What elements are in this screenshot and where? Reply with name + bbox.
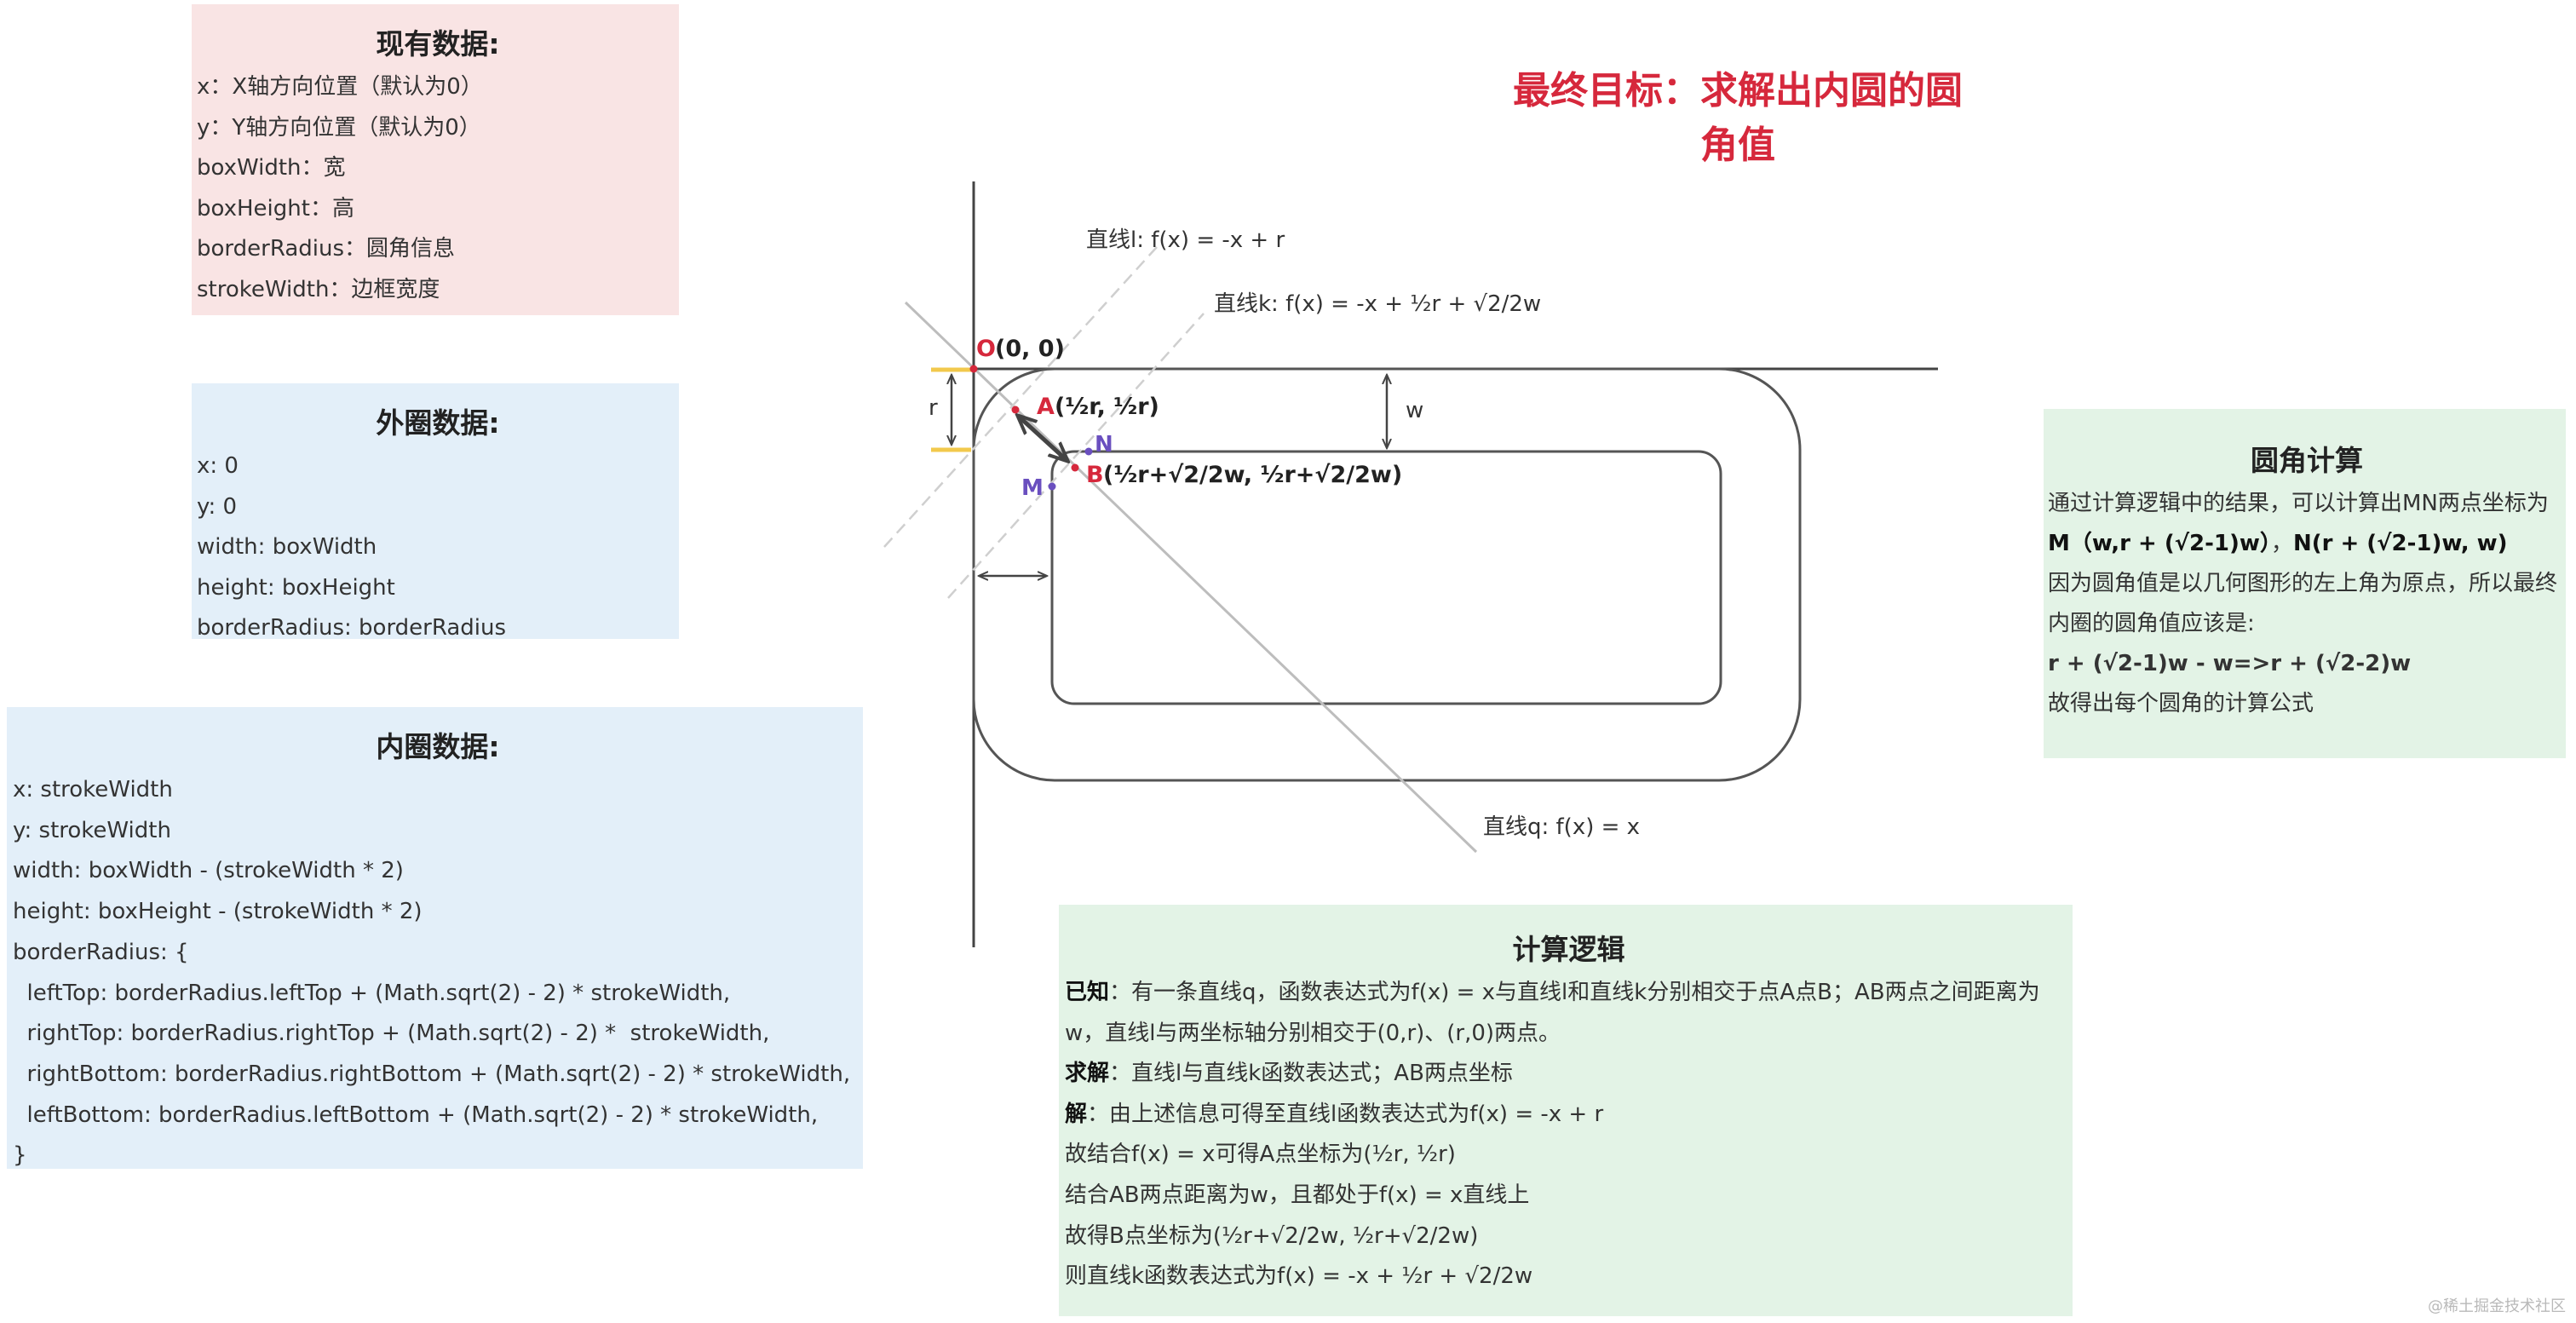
existing-data-title: 现有数据:	[376, 27, 500, 60]
r-label: r	[929, 395, 938, 421]
goal-title: 最终目标：求解出内圆的圆角值	[1513, 69, 1963, 167]
corner-calc-title: 圆角计算	[2251, 444, 2363, 477]
point-a	[1011, 406, 1020, 414]
logic-step: 结合AB两点距离为w，且都处于f(x) = x直线上	[1065, 1182, 1530, 1208]
n-label: N	[1095, 432, 1113, 457]
outer-line: y: 0	[197, 493, 238, 520]
corner-line3: 故得出每个圆角的计算公式	[2048, 691, 2314, 716]
logic-step: 则直线k函数表达式为f(x) = -x + ½r + √2/2w	[1065, 1263, 1533, 1290]
line-q	[904, 301, 1478, 854]
corner-calc-text: 通过计算逻辑中的结果，可以计算出MN两点坐标为 M（w,r + (√2-1)w），…	[2048, 484, 2566, 564]
point-n	[1084, 447, 1093, 456]
inner-line: height: boxHeight - (strokeWidth * 2)	[13, 899, 423, 925]
a-letter: A	[1037, 394, 1055, 420]
inner-data-title: 内圈数据:	[376, 730, 500, 763]
solve-label: 解	[1065, 1101, 1088, 1127]
n-coordinate: N(r + (√2-1)w, w)	[2292, 531, 2508, 556]
origin-letter: O	[976, 336, 996, 362]
existing-line: boxHeight：高	[197, 195, 354, 221]
line-k-label: 直线k: f(x) = -x + ½r + √2/2w	[1214, 291, 1541, 317]
inner-line: rightTop: borderRadius.rightTop + (Math.…	[13, 1021, 770, 1047]
logic-find: 求解：直线l与直线k函数表达式；AB两点坐标	[1065, 1054, 2073, 1095]
known-label: 已知	[1065, 980, 1110, 1005]
point-m	[1048, 482, 1056, 491]
outer-rounded-rect	[972, 367, 1802, 782]
origin-coord: (0, 0)	[995, 336, 1065, 362]
b-coord: (½r+√2/2w, ½r+√2/2w)	[1103, 462, 1402, 488]
outer-line: height: boxHeight	[197, 574, 395, 601]
logic-step: 故得B点坐标为(½r+√2/2w, ½r+√2/2w)	[1065, 1222, 1479, 1249]
existing-line: boxWidth：宽	[197, 155, 346, 181]
calc-logic-panel: 计算逻辑 已知：有一条直线q，函数表达式为f(x) = x与直线l和直线k分别相…	[1059, 905, 2073, 1316]
inner-line: }	[13, 1142, 27, 1169]
inner-line: rightBottom: borderRadius.rightBottom + …	[13, 1061, 851, 1087]
existing-line: borderRadius：圆角信息	[197, 236, 456, 262]
outer-data-panel: 外圈数据: x: 0 y: 0 width: boxWidth height: …	[192, 383, 679, 641]
line-l	[883, 246, 1158, 548]
existing-line: y：Y轴方向位置（默认为0）	[197, 114, 481, 141]
inner-data-panel: 内圈数据: x: strokeWidth y: strokeWidth widt…	[7, 707, 863, 1169]
corner-sep: ，	[2270, 531, 2293, 556]
watermark: @稀土掘金技术社区	[2428, 1297, 2566, 1315]
point-b	[1071, 463, 1079, 472]
existing-line: x：X轴方向位置（默认为0）	[197, 74, 483, 100]
find-label: 求解	[1065, 1061, 1110, 1087]
w-label: w	[1406, 398, 1423, 423]
m-label: M	[1021, 475, 1044, 501]
logic-step: 故结合f(x) = x可得A点坐标为(½r, ½r)	[1065, 1142, 1456, 1168]
m-coordinate: M（w,r + (√2-1)w）	[2048, 531, 2271, 556]
point-o	[969, 365, 978, 373]
logic-known-2: w，直线l与两坐标轴分别相交于(0,r)、(r,0)两点。	[1065, 1020, 1561, 1046]
calc-logic-title: 计算逻辑	[1512, 933, 1625, 966]
inner-line: leftBottom: borderRadius.leftBottom + (M…	[13, 1102, 819, 1128]
inner-line: borderRadius: {	[13, 939, 189, 965]
known-text: ：有一条直线q，函数表达式为f(x) = x与直线l和直线k分别相交于点A点B；…	[1109, 980, 2040, 1005]
line-k	[947, 313, 1205, 599]
logic-known: 已知：有一条直线q，函数表达式为f(x) = x与直线l和直线k分别相交于点A点…	[1065, 973, 2073, 1014]
corner-line1: 通过计算逻辑中的结果，可以计算出MN两点坐标为	[2048, 491, 2549, 516]
ab-dimension-arrow	[1019, 417, 1067, 460]
b-letter: B	[1086, 462, 1104, 488]
corner-formula: r + (√2-1)w - w=>r + (√2-2)w	[2048, 651, 2412, 676]
corner-calc-panel: 圆角计算 通过计算逻辑中的结果，可以计算出MN两点坐标为 M（w,r + (√2-…	[2044, 409, 2566, 758]
line-l-label: 直线l: f(x) = -x + r	[1086, 227, 1285, 253]
solve-text: ：由上述信息可得至直线l函数表达式为f(x) = -x + r	[1087, 1101, 1604, 1127]
existing-data-panel: 现有数据: x：X轴方向位置（默认为0） y：Y轴方向位置（默认为0） boxW…	[192, 4, 679, 315]
existing-line: strokeWidth：边框宽度	[197, 276, 440, 302]
inner-line: x: strokeWidth	[13, 777, 173, 802]
outer-line: width: boxWidth	[197, 534, 377, 560]
outer-line: x: 0	[197, 453, 239, 479]
corner-line2: 因为圆角值是以几何图形的左上角为原点，所以最终内圈的圆角值应该是:	[2048, 571, 2558, 636]
logic-solve: 解：由上述信息可得至直线l函数表达式为f(x) = -x + r	[1065, 1095, 2073, 1136]
outer-data-title: 外圈数据:	[376, 406, 500, 440]
inner-rounded-rect	[1050, 450, 1722, 705]
a-coord: (½r, ½r)	[1055, 394, 1159, 420]
find-text: ：直线l与直线k函数表达式；AB两点坐标	[1109, 1061, 1513, 1087]
inner-line: width: boxWidth - (strokeWidth * 2)	[13, 858, 404, 884]
inner-line: y: strokeWidth	[13, 817, 171, 843]
inner-line: leftTop: borderRadius.leftTop + (Math.sq…	[13, 980, 731, 1006]
outer-line: borderRadius: borderRadius	[197, 615, 507, 641]
line-q-label: 直线q: f(x) = x	[1483, 814, 1640, 840]
